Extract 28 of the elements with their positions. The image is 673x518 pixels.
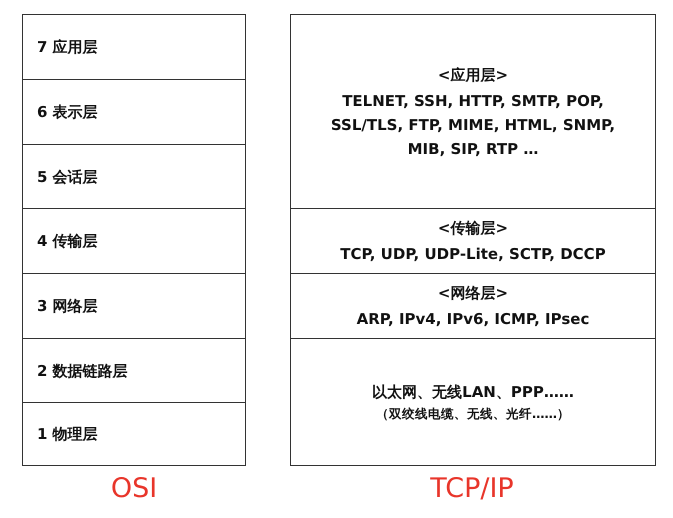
layer-label: 5 会话层 [37, 166, 98, 188]
layer-box [290, 338, 656, 466]
media-note: ARP, IPv4, IPv6, ICMP, IPsec [356, 309, 590, 330]
layer-label: 4 传输层 [37, 231, 98, 252]
layer-heading: <应用层> [438, 64, 508, 86]
layer-label: 1 物理层 [37, 424, 98, 445]
layer-box [290, 14, 656, 209]
layer-box [22, 402, 246, 466]
layer-label: 2 数据链路层 [37, 360, 128, 382]
layer-box [22, 338, 246, 403]
layer-box [22, 79, 246, 145]
layer-box [22, 14, 246, 80]
layer-box [22, 208, 246, 274]
protocol-list: 以太网、无线LAN、PPP…… [372, 380, 574, 404]
column-title: TCP/IP [430, 473, 514, 504]
media-note: TELNET, SSH, HTTP, SMTP, POP, SSL/TLS, FTP, MIME, HTML, SNMP, MIB, SIP, RTP … [330, 90, 616, 160]
layer-box [22, 144, 246, 209]
layer-label: 3 网络层 [37, 296, 98, 317]
media-note: TCP, UDP, UDP-Lite, SCTP, DCCP [340, 244, 606, 265]
layer-label: 7 应用层 [37, 37, 98, 58]
layer-box [22, 273, 246, 339]
layer-heading: <网络层> [438, 283, 508, 304]
layer-label: 6 表示层 [37, 102, 98, 123]
media-note: （双绞线电缆、无线、光纤……） [376, 405, 570, 423]
layer-box [290, 208, 656, 274]
layer-box [290, 273, 656, 339]
column-title: OSI [110, 473, 158, 504]
layer-heading: <传输层> [438, 218, 508, 239]
